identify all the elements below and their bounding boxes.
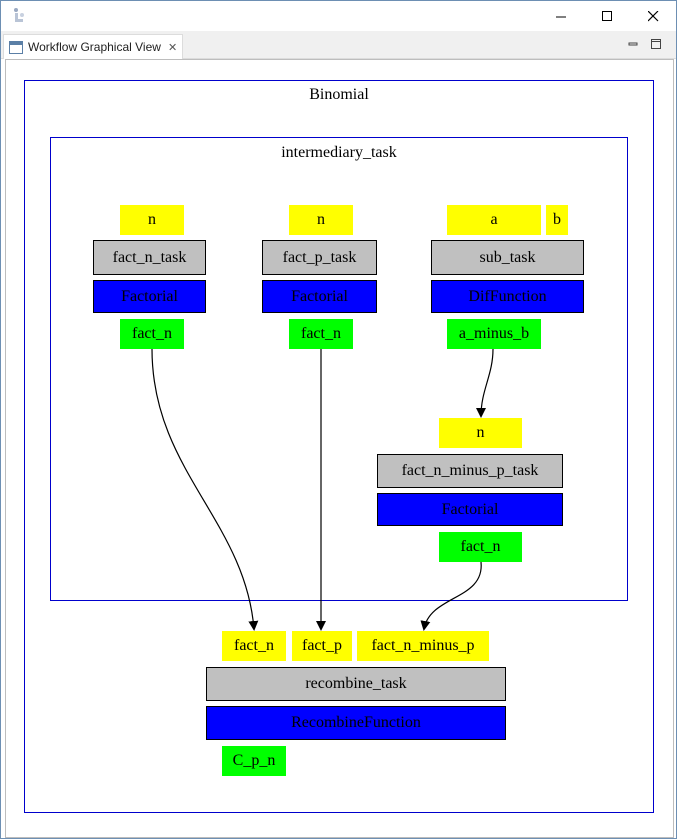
output-port-a-minus-b[interactable]: a_minus_b bbox=[447, 319, 541, 349]
function-node-factorial[interactable]: Factorial bbox=[93, 280, 206, 313]
output-port-c-p-n[interactable]: C_p_n bbox=[222, 746, 286, 776]
tab-workflow-graphical-view[interactable]: Workflow Graphical View ✕ bbox=[3, 34, 183, 59]
maximize-icon bbox=[601, 10, 612, 21]
tab-label: Workflow Graphical View bbox=[28, 40, 161, 54]
output-port-fact-n[interactable]: fact_n bbox=[289, 319, 353, 349]
window-close-button[interactable] bbox=[630, 1, 676, 31]
view-icon bbox=[9, 40, 23, 54]
function-node-factorial[interactable]: Factorial bbox=[262, 280, 377, 313]
task-node-fact-n-task[interactable]: fact_n_task bbox=[93, 240, 206, 275]
input-port-b[interactable]: b bbox=[546, 205, 568, 235]
close-icon[interactable]: ✕ bbox=[167, 41, 178, 54]
task-node-fact-p-task[interactable]: fact_p_task bbox=[262, 240, 377, 275]
cluster-binomial-label: Binomial bbox=[309, 86, 369, 103]
view-maximize-button[interactable] bbox=[650, 38, 662, 50]
minimize-icon bbox=[628, 42, 638, 46]
input-port-fact-n[interactable]: fact_n bbox=[222, 631, 286, 661]
maximize-icon bbox=[651, 39, 661, 49]
maximize-button[interactable] bbox=[584, 1, 630, 31]
view-minimize-button[interactable] bbox=[627, 38, 639, 50]
task-node-sub-task[interactable]: sub_task bbox=[431, 240, 584, 275]
cluster-binomial[interactable]: Binomial bbox=[24, 80, 654, 813]
minimize-icon bbox=[555, 16, 566, 17]
task-node-fact-n-minus-p-task[interactable]: fact_n_minus_p_task bbox=[377, 454, 563, 488]
input-port-n[interactable]: n bbox=[289, 205, 353, 235]
input-port-fact-n-minus-p[interactable]: fact_n_minus_p bbox=[357, 631, 489, 661]
input-port-n[interactable]: n bbox=[120, 205, 184, 235]
view-tab-bar: Workflow Graphical View ✕ bbox=[1, 31, 676, 59]
input-port-a[interactable]: a bbox=[447, 205, 541, 235]
task-node-recombine-task[interactable]: recombine_task bbox=[206, 667, 506, 701]
app-icon bbox=[14, 8, 24, 22]
function-node-diffunction[interactable]: DifFunction bbox=[431, 280, 584, 313]
function-node-factorial[interactable]: Factorial bbox=[377, 493, 563, 526]
output-port-fact-n[interactable]: fact_n bbox=[439, 532, 522, 562]
input-port-fact-p[interactable]: fact_p bbox=[292, 631, 352, 661]
input-port-n[interactable]: n bbox=[439, 418, 522, 448]
minimize-button[interactable] bbox=[538, 1, 584, 31]
output-port-fact-n[interactable]: fact_n bbox=[120, 319, 184, 349]
function-node-recombinefunction[interactable]: RecombineFunction bbox=[206, 706, 506, 740]
title-bar[interactable] bbox=[1, 1, 676, 31]
window-close-icon bbox=[647, 10, 658, 21]
cluster-intermediary-task[interactable]: intermediary_task bbox=[50, 137, 628, 601]
cluster-intermediary-task-label: intermediary_task bbox=[281, 144, 397, 161]
